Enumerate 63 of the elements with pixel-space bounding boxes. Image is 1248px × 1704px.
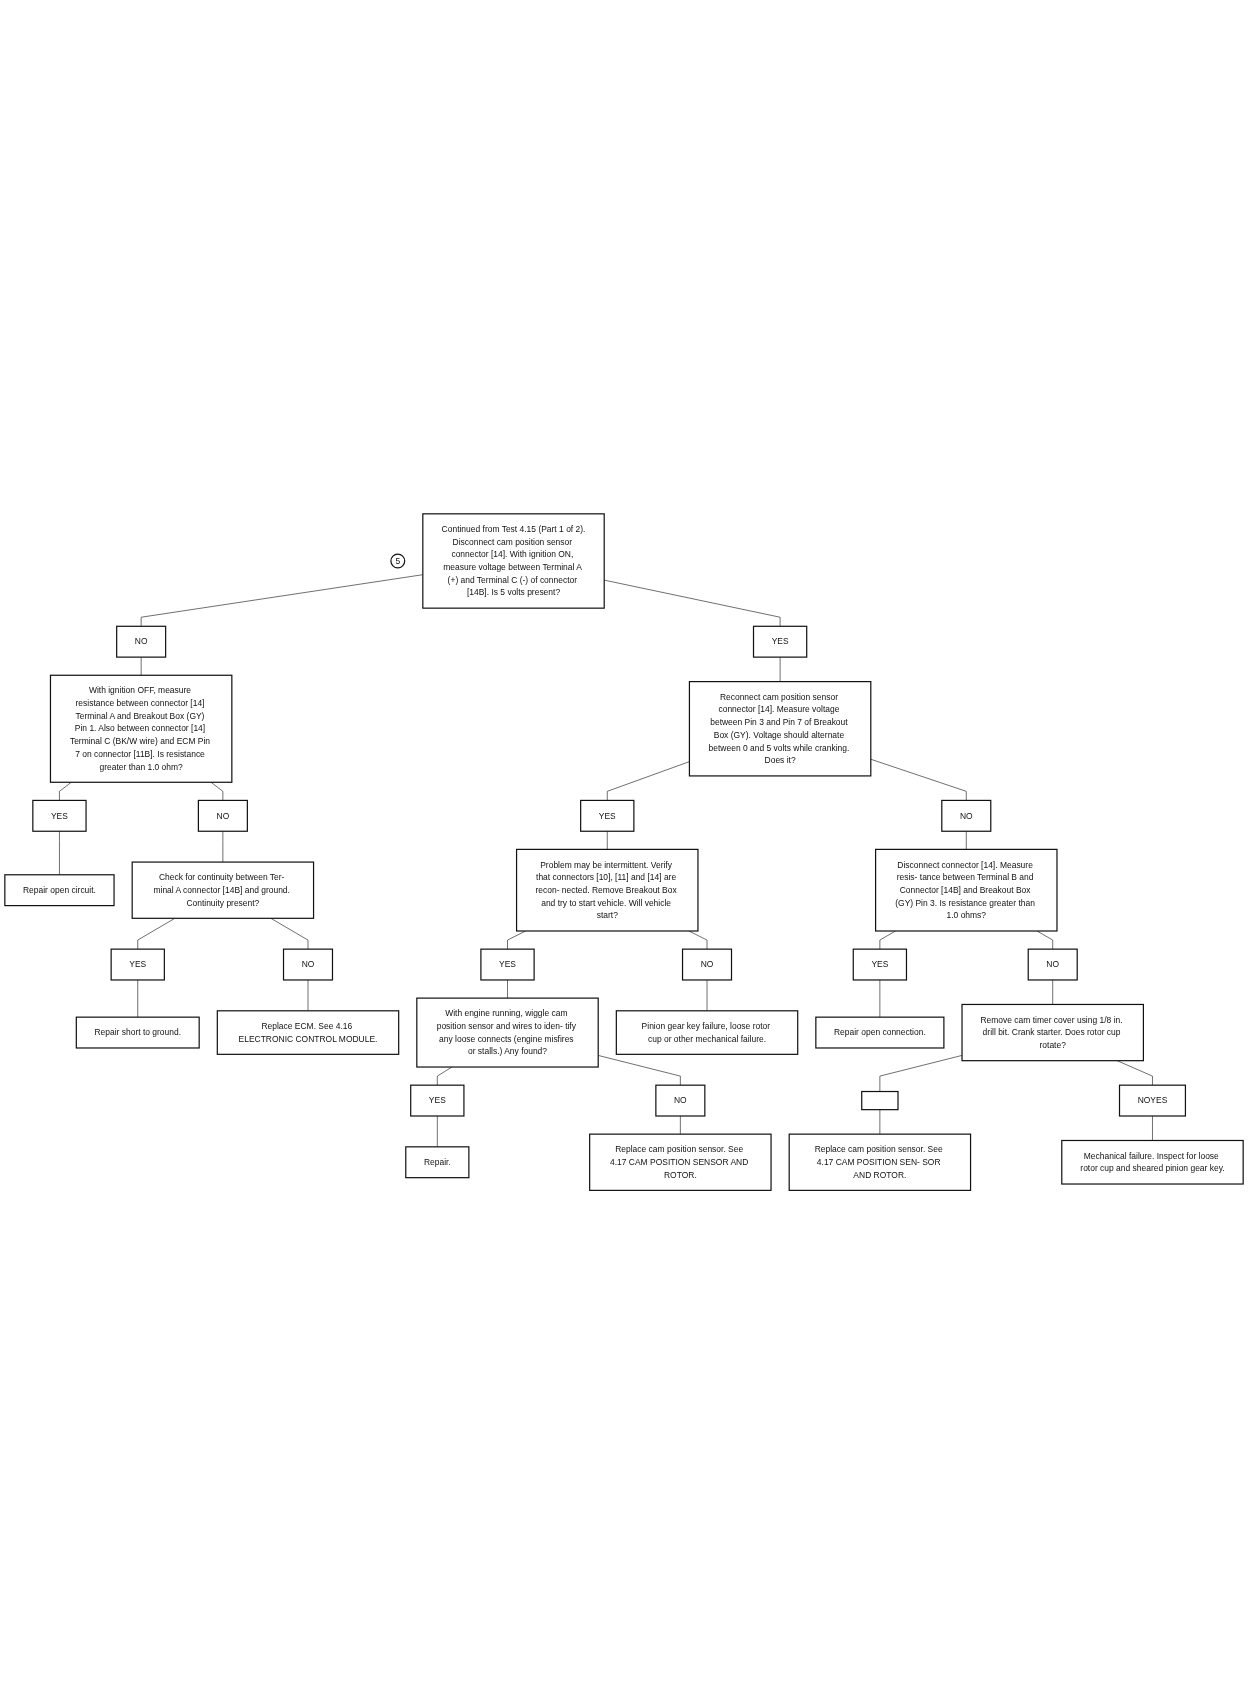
connector (437, 1115, 438, 1148)
connector (879, 930, 896, 950)
node-box: With ignition OFF, measure resistance between connector [14] Terminal A and Breakout Box (GY) Pin 1. Also between connector [14] Terminal C (BK/W wire) and ECM Pin 7 on connector [11B]. Is resistance greater than 1.0 ohm? (49, 674, 233, 783)
connector (1036, 930, 1053, 950)
connector (307, 979, 309, 1011)
node-box: NO (681, 948, 733, 981)
node-box: YES (32, 799, 87, 832)
node-box: Disconnect connector [14]. Measure resis- tance between Terminal B and Connector [14B] and Breakout Box (GY) Pin 3. Is resistance greater than 1.0 ohms? (875, 848, 1058, 932)
node-box: YES (480, 948, 535, 981)
connector (137, 979, 139, 1018)
connector (507, 930, 526, 950)
connector (680, 1115, 681, 1135)
node-box: Mechanical failure. Inspect for loose rotor cup and sheared pinion gear key. (1061, 1139, 1244, 1185)
node-box: Replace cam position sensor. See 4.17 CAM POSITION SEN- SOR AND ROTOR. (788, 1133, 972, 1191)
connector (59, 781, 72, 801)
connector (870, 758, 967, 801)
connector (137, 917, 176, 950)
connector (706, 979, 708, 1011)
node-box: YES (110, 948, 165, 981)
node-box: NO (197, 799, 248, 832)
connector (1116, 1060, 1153, 1086)
connector (779, 656, 781, 682)
node-box: NO (116, 625, 167, 658)
node-box: Repair. (405, 1146, 470, 1179)
node-box: Problem may be intermittent. Verify that connectors [10], [11] and [14] are recon- nected. Remove Breakout Box and try to start vehicle. Will vehicle start? (515, 848, 699, 932)
node-box: Repair open connection. (815, 1016, 945, 1049)
connector (437, 1066, 453, 1086)
node-box: Remove cam timer cover using 1/8 in. drill bit. Crank starter. Does rotor cup rotate? (961, 1003, 1144, 1062)
connector (879, 979, 881, 1018)
node-circle: 5 (390, 553, 406, 569)
node-box: NO (1027, 948, 1078, 981)
node-box (861, 1090, 899, 1111)
node-box: With engine running, wiggle cam position sensor and wires to iden- tify any loose connects (engine misfires or stalls.) Any found? (416, 997, 599, 1068)
node-box: NO (655, 1084, 706, 1117)
connector (59, 830, 60, 875)
node-box: YES (410, 1084, 465, 1117)
connector (1052, 979, 1053, 1005)
connector (606, 761, 690, 801)
connector (507, 979, 508, 999)
connector (966, 830, 967, 850)
node-box: YES (580, 799, 635, 832)
node-box: NOYES (1118, 1084, 1187, 1117)
node-box: YES (752, 625, 808, 658)
connector (606, 830, 608, 850)
connector (140, 656, 142, 676)
connector (879, 1055, 963, 1092)
node-box: NO (282, 948, 334, 981)
connector (688, 930, 708, 950)
connector (270, 917, 309, 950)
node-box: Repair short to ground. (75, 1016, 200, 1049)
node-box: Reconnect cam position sensor connector [14]. Measure voltage between Pin 3 and Pin 7 of Breakout Box (GY). Voltage should alternate between 0 and 5 volts while cranking. Does it? (688, 680, 872, 777)
node-box: Check for continuity between Ter- minal A connector [14B] and ground. Continuity present? (131, 861, 315, 919)
node-box: Replace cam position sensor. See 4.17 CAM POSITION SENSOR AND ROTOR. (589, 1133, 772, 1191)
connector (222, 830, 224, 863)
node-box: NO (941, 799, 992, 832)
node-box: Continued from Test 4.15 (Part 1 of 2). Disconnect cam position sensor connector [14]. With ignition ON, measure voltage between Terminal A (+) and Terminal C (-) of connector [14B]. Is 5 volts present? (422, 513, 605, 609)
node-box: Pinion gear key failure, loose rotor cup or other mechanical failure. (615, 1010, 799, 1055)
node-box: Repair open circuit. (4, 874, 115, 907)
node-box: YES (852, 948, 908, 981)
connector (1152, 1115, 1153, 1141)
connector (210, 781, 224, 801)
node-box: Replace ECM. See 4.16 ELECTRONIC CONTROL MODULE. (216, 1010, 400, 1055)
connector (879, 1109, 881, 1135)
